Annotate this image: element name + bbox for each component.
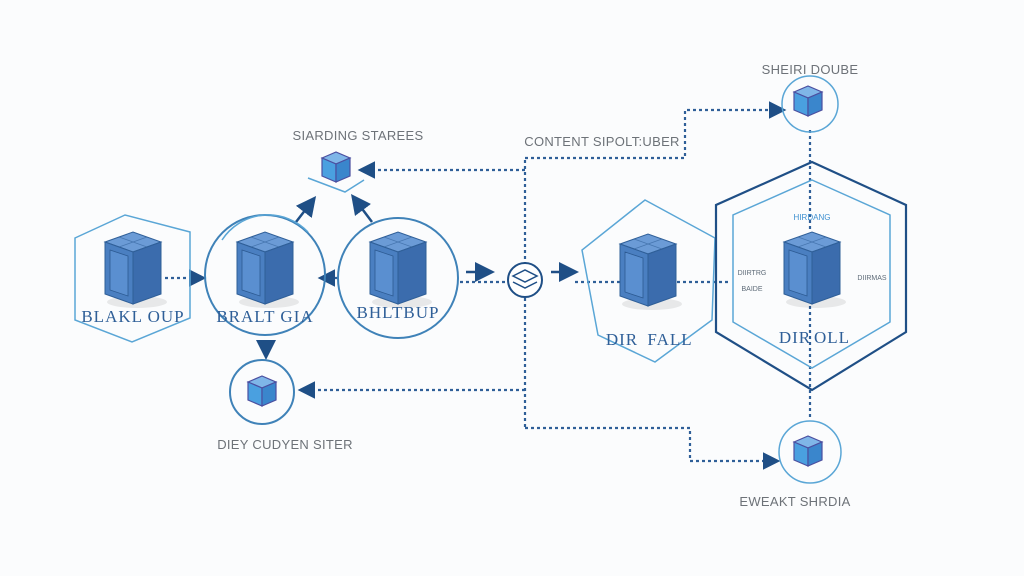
node-circle-b-label: BHLTBUP (357, 303, 440, 322)
node-top-small-label: SIARDING STAREES (293, 128, 424, 143)
right-bottom-label: EWEAKT SHRDIA (739, 494, 850, 509)
node-circle-b[interactable]: BHLTBUP (337, 217, 459, 339)
big-hex-label-left: DIR (779, 328, 811, 347)
node-top-small[interactable]: SIARDING STAREES (293, 128, 424, 193)
mid-hex-label-right: FALL (647, 330, 692, 349)
big-hex-side-right: DIIRMAS (857, 275, 887, 282)
node-bottom-small[interactable]: DIEY CUDYEN SITER (217, 359, 353, 452)
big-hex-label-right: OLL (814, 328, 850, 347)
node-circle-a[interactable]: BRALT GIA (204, 214, 326, 336)
node-circle-a-label: BRALT GIA (216, 307, 313, 326)
node-bottom-small-label: DIEY CUDYEN SITER (217, 437, 353, 452)
right-top-label: SHEIRI DOUBE (762, 62, 859, 77)
node-big-hex[interactable]: HIRDANG DIIRTRG BAIDE DIIRMAS DIR OLL (714, 160, 908, 392)
big-hex-title: HIRDANG (794, 213, 831, 222)
big-hex-side-left-1: DIIRTRG (738, 270, 767, 277)
node-right-top[interactable]: SHEIRI DOUBE (762, 62, 859, 133)
node-left-box[interactable]: BLAKL OUP (74, 214, 191, 343)
big-hex-side-left-2: BAIDE (741, 286, 762, 293)
mid-hex-label-left: DIR (606, 330, 638, 349)
node-left-box-label: BLAKL OUP (81, 307, 184, 326)
node-hub[interactable]: CONTENT SIPOLT:UBER (507, 134, 680, 298)
node-right-bottom[interactable]: EWEAKT SHRDIA (739, 420, 850, 509)
connectors (165, 101, 812, 470)
hub-label: CONTENT SIPOLT:UBER (524, 134, 679, 149)
